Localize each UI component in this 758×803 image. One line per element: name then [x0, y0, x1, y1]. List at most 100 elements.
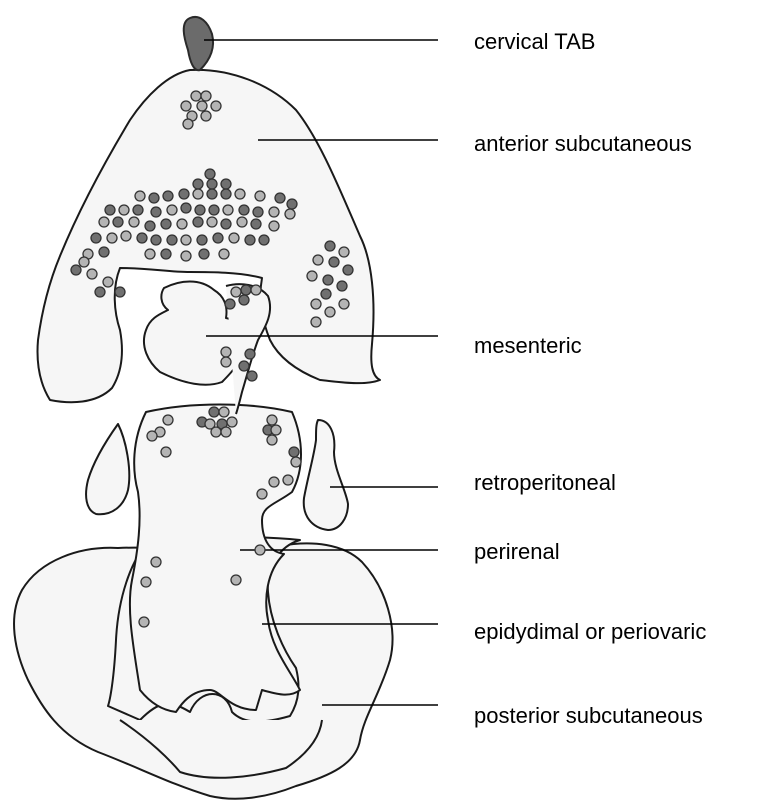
- label-anterior-subcutaneous: anterior subcutaneous: [474, 131, 692, 157]
- adipocyte-dot: [239, 361, 249, 371]
- adipocyte-dot: [211, 427, 221, 437]
- label-epidydimal-or-periovaric: epidydimal or periovaric: [474, 619, 706, 645]
- label-retroperitoneal: retroperitoneal: [474, 470, 616, 496]
- adipocyte-dot: [209, 205, 219, 215]
- adipocyte-dot: [251, 285, 261, 295]
- adipocyte-dot: [161, 447, 171, 457]
- adipocyte-dot: [329, 257, 339, 267]
- adipocyte-dot: [139, 617, 149, 627]
- label-posterior-subcutaneous: posterior subcutaneous: [474, 703, 703, 729]
- adipocyte-dot: [219, 407, 229, 417]
- adipocyte-dot: [91, 233, 101, 243]
- adipocyte-dot: [269, 207, 279, 217]
- adipocyte-dot: [337, 281, 347, 291]
- adipocyte-dot: [237, 217, 247, 227]
- adipocyte-dot: [95, 287, 105, 297]
- adipocyte-dot: [151, 557, 161, 567]
- adipocyte-dot: [121, 231, 131, 241]
- adipocyte-dot: [167, 235, 177, 245]
- adipocyte-dot: [135, 191, 145, 201]
- adipocyte-dot: [311, 317, 321, 327]
- adipocyte-dot: [289, 447, 299, 457]
- adipocyte-dot: [287, 199, 297, 209]
- adipocyte-dot: [311, 299, 321, 309]
- adipocyte-dot: [267, 435, 277, 445]
- adipocyte-dot: [223, 205, 233, 215]
- adipocyte-dot: [163, 191, 173, 201]
- adipocyte-dot: [325, 307, 335, 317]
- adipocyte-dot: [161, 219, 171, 229]
- adipocyte-dot: [193, 179, 203, 189]
- adipocyte-dot: [193, 189, 203, 199]
- adipocyte-dot: [119, 205, 129, 215]
- label-cervical-tab: cervical TAB: [474, 29, 595, 55]
- adipocyte-dot: [245, 235, 255, 245]
- adipocyte-dot: [181, 203, 191, 213]
- adipocyte-dot: [221, 219, 231, 229]
- adipocyte-dot: [151, 207, 161, 217]
- adipocyte-dot: [221, 427, 231, 437]
- adipocyte-dot: [255, 545, 265, 555]
- adipocyte-dot: [99, 247, 109, 257]
- adipocyte-dot: [221, 347, 231, 357]
- adipocyte-dot: [199, 249, 209, 259]
- adipocyte-dot: [291, 457, 301, 467]
- adipocyte-dot: [145, 249, 155, 259]
- adipocyte-dot: [107, 233, 117, 243]
- adipocyte-dot: [239, 295, 249, 305]
- adipocyte-dot: [161, 249, 171, 259]
- adipocyte-dot: [271, 425, 281, 435]
- adipocyte-dot: [259, 235, 269, 245]
- adipocyte-dot: [213, 233, 223, 243]
- adipocyte-dot: [325, 241, 335, 251]
- adipocyte-dot: [285, 209, 295, 219]
- adipocyte-dot: [257, 489, 267, 499]
- adipocyte-dot: [207, 217, 217, 227]
- adipocyte-dot: [183, 119, 193, 129]
- adipocyte-dot: [87, 269, 97, 279]
- adipocyte-dot: [147, 431, 157, 441]
- adipocyte-dot: [343, 265, 353, 275]
- adipocyte-dot: [205, 169, 215, 179]
- adipocyte-dot: [79, 257, 89, 267]
- adipocyte-dot: [193, 217, 203, 227]
- adipocyte-dot: [323, 275, 333, 285]
- adipocyte-dot: [181, 101, 191, 111]
- adipocyte-dot: [231, 287, 241, 297]
- adipocyte-dot: [313, 255, 323, 265]
- adipocyte-dot: [229, 233, 239, 243]
- adipocyte-dot: [207, 179, 217, 189]
- adipocyte-dot: [197, 235, 207, 245]
- adipocyte-dot: [239, 205, 249, 215]
- adipocyte-dot: [177, 219, 187, 229]
- adipocyte-dot: [211, 101, 221, 111]
- adipocyte-dot: [231, 575, 241, 585]
- label-mesenteric: mesenteric: [474, 333, 582, 359]
- adipocyte-dot: [253, 207, 263, 217]
- adipocyte-dot: [181, 235, 191, 245]
- adipocyte-dot: [225, 299, 235, 309]
- adipocyte-dot: [275, 193, 285, 203]
- adipocyte-dot: [283, 475, 293, 485]
- adipocyte-dot: [151, 235, 161, 245]
- adipocyte-dot: [221, 179, 231, 189]
- adipocyte-dot: [115, 287, 125, 297]
- adipocyte-dot: [235, 189, 245, 199]
- cervical-tab-depot: [184, 17, 213, 70]
- adipocyte-dot: [201, 111, 211, 121]
- adipocyte-dot: [201, 91, 211, 101]
- adipocyte-dot: [245, 349, 255, 359]
- adipocyte-dot: [105, 205, 115, 215]
- adipocyte-dot: [179, 189, 189, 199]
- adipocyte-dot: [133, 205, 143, 215]
- adipocyte-dot: [99, 217, 109, 227]
- adipocyte-dot: [181, 251, 191, 261]
- adipocyte-dot: [221, 189, 231, 199]
- adipocyte-dot: [191, 91, 201, 101]
- adipocyte-dot: [103, 277, 113, 287]
- adipocyte-dot: [209, 407, 219, 417]
- adipocyte-dot: [141, 577, 151, 587]
- adipocyte-dot: [255, 191, 265, 201]
- adipocyte-dot: [137, 233, 147, 243]
